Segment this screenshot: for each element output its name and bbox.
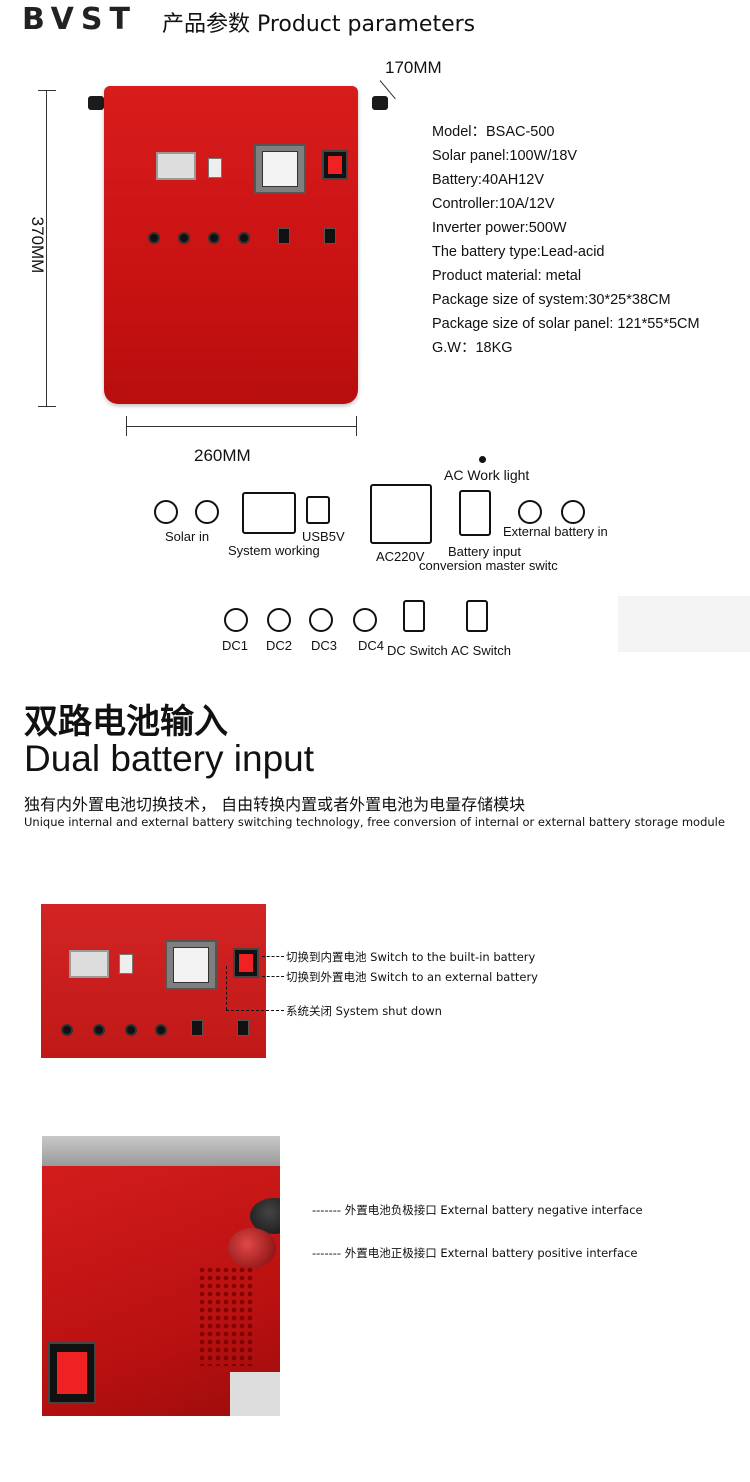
dc-jack-4 <box>155 1024 167 1036</box>
background-patch <box>618 596 750 652</box>
lcd-display <box>69 950 109 978</box>
battery-input-label: Battery input <box>448 544 521 559</box>
solar-in-port-2 <box>195 500 219 524</box>
callout-negative-text: 外置电池负极接口 External battery negative inter… <box>344 1203 643 1217</box>
dual-battery-heading-en: Dual battery input <box>24 738 315 779</box>
battery-input-switch-icon <box>459 490 491 536</box>
speaker-grille <box>198 1266 254 1366</box>
dc1-label: DC1 <box>222 638 249 653</box>
dc2-label: DC2 <box>266 638 293 653</box>
dc3-label: DC3 <box>311 638 338 653</box>
width-label: 260MM <box>194 446 251 465</box>
callout-line-shutdown-h <box>226 1010 284 1011</box>
solar-in-label: Solar in <box>165 529 210 544</box>
callout-line-external <box>262 976 284 977</box>
ac-switch <box>237 1020 249 1036</box>
height-tick-top <box>38 90 56 91</box>
external-battery-port-2 <box>561 500 585 524</box>
dc-jack-2 <box>93 1024 105 1036</box>
spec-item: Package size of solar panel: 121*55*5CM <box>432 316 700 332</box>
ac-socket <box>165 940 217 990</box>
callout-positive-text: 外置电池正极接口 External battery positive inter… <box>344 1246 638 1260</box>
ac-switch-icon <box>466 600 488 632</box>
product-photo <box>104 86 358 404</box>
dc-jack-3 <box>125 1024 137 1036</box>
external-battery-label: External battery in <box>503 524 608 539</box>
dc-jack-4 <box>238 232 250 244</box>
callout-external-battery: 切换到外置电池 Switch to an external battery <box>286 970 538 984</box>
ac220v-label: AC220V <box>376 549 425 564</box>
ac-switch-label: AC Switch <box>451 643 511 658</box>
spec-item: Package size of system:30*25*38CM <box>432 292 671 308</box>
master-rocker-switch <box>322 150 348 180</box>
height-line <box>46 90 47 406</box>
right-terminal-knob <box>372 96 388 110</box>
dc-jack-3 <box>208 232 220 244</box>
system-working-display <box>242 492 296 534</box>
callout-line-builtin <box>262 956 284 957</box>
terminal-closeup-photo <box>42 1136 280 1416</box>
box-top-surface <box>42 1136 280 1166</box>
system-working-label: System working <box>228 543 320 558</box>
page-title: 产品参数 Product parameters <box>162 12 476 37</box>
dc-switch <box>278 228 290 244</box>
dual-battery-subtitle-cn: 独有内外置电池切换技术， 自由转换内置或者外置电池为电量存储模块 <box>24 795 526 814</box>
usb-port-icon <box>306 496 330 524</box>
ac-work-light-icon <box>479 456 486 463</box>
usb5v-label: USB5V <box>302 529 345 544</box>
side-rocker-switch <box>48 1342 96 1404</box>
spec-item: Controller:10A/12V <box>432 196 555 212</box>
callout-positive-terminal: ------- 外置电池正极接口 External battery positi… <box>312 1246 638 1260</box>
solar-in-port-1 <box>154 500 178 524</box>
dc-switch-label: DC Switch <box>387 643 448 658</box>
positive-terminal <box>228 1228 276 1268</box>
spec-item: The battery type:Lead-acid <box>432 244 605 260</box>
ac-socket <box>254 144 306 194</box>
dc2-port <box>267 608 291 632</box>
dc-jack-1 <box>148 232 160 244</box>
dc3-port <box>309 608 333 632</box>
spec-item: Model：BSAC-500 <box>432 124 555 140</box>
width-tick-right <box>356 416 357 436</box>
dc-jack-2 <box>178 232 190 244</box>
depth-label: 170MM <box>385 58 442 77</box>
callout-builtin-battery: 切换到内置电池 Switch to the built-in battery <box>286 950 536 964</box>
dc-switch-icon <box>403 600 425 632</box>
side-display <box>230 1372 280 1416</box>
spec-item: G.W：18KG <box>432 340 513 356</box>
dc-jack-1 <box>61 1024 73 1036</box>
left-terminal-knob <box>88 96 104 110</box>
master-rocker-switch <box>233 948 259 978</box>
usb-port <box>119 954 133 974</box>
dc1-port <box>224 608 248 632</box>
conversion-switch-label: conversion master switc <box>419 558 558 573</box>
panel-closeup-photo <box>41 904 266 1058</box>
height-label: 370MM <box>28 216 47 274</box>
callout-negative-terminal: ------- 外置电池负极接口 External battery negati… <box>312 1203 643 1217</box>
spec-item: Battery:40AH12V <box>432 172 545 188</box>
spec-list: Model：BSAC-500 Solar panel:100W/18V Batt… <box>432 120 700 360</box>
width-tick-left <box>126 416 127 436</box>
usb-port <box>208 158 222 178</box>
callout-line-shutdown-v <box>226 966 227 1010</box>
spec-item: Inverter power:500W <box>432 220 567 236</box>
width-line <box>126 426 356 427</box>
height-tick-bottom <box>38 406 56 407</box>
dc-switch <box>191 1020 203 1036</box>
dc4-label: DC4 <box>358 638 385 653</box>
ac-switch <box>324 228 336 244</box>
ac-work-light-label: AC Work light <box>444 467 530 483</box>
external-battery-port-1 <box>518 500 542 524</box>
dual-battery-subtitle-en: Unique internal and external battery swi… <box>24 815 725 829</box>
brand-logo: BVST <box>22 2 137 37</box>
lcd-display <box>156 152 196 180</box>
ac220v-socket-icon <box>370 484 432 544</box>
dual-battery-heading-cn: 双路电池输入 <box>24 702 228 742</box>
spec-item: Product material: metal <box>432 268 582 284</box>
dc4-port <box>353 608 377 632</box>
callout-shutdown: 系统关闭 System shut down <box>286 1004 442 1018</box>
spec-item: Solar panel:100W/18V <box>432 148 578 164</box>
